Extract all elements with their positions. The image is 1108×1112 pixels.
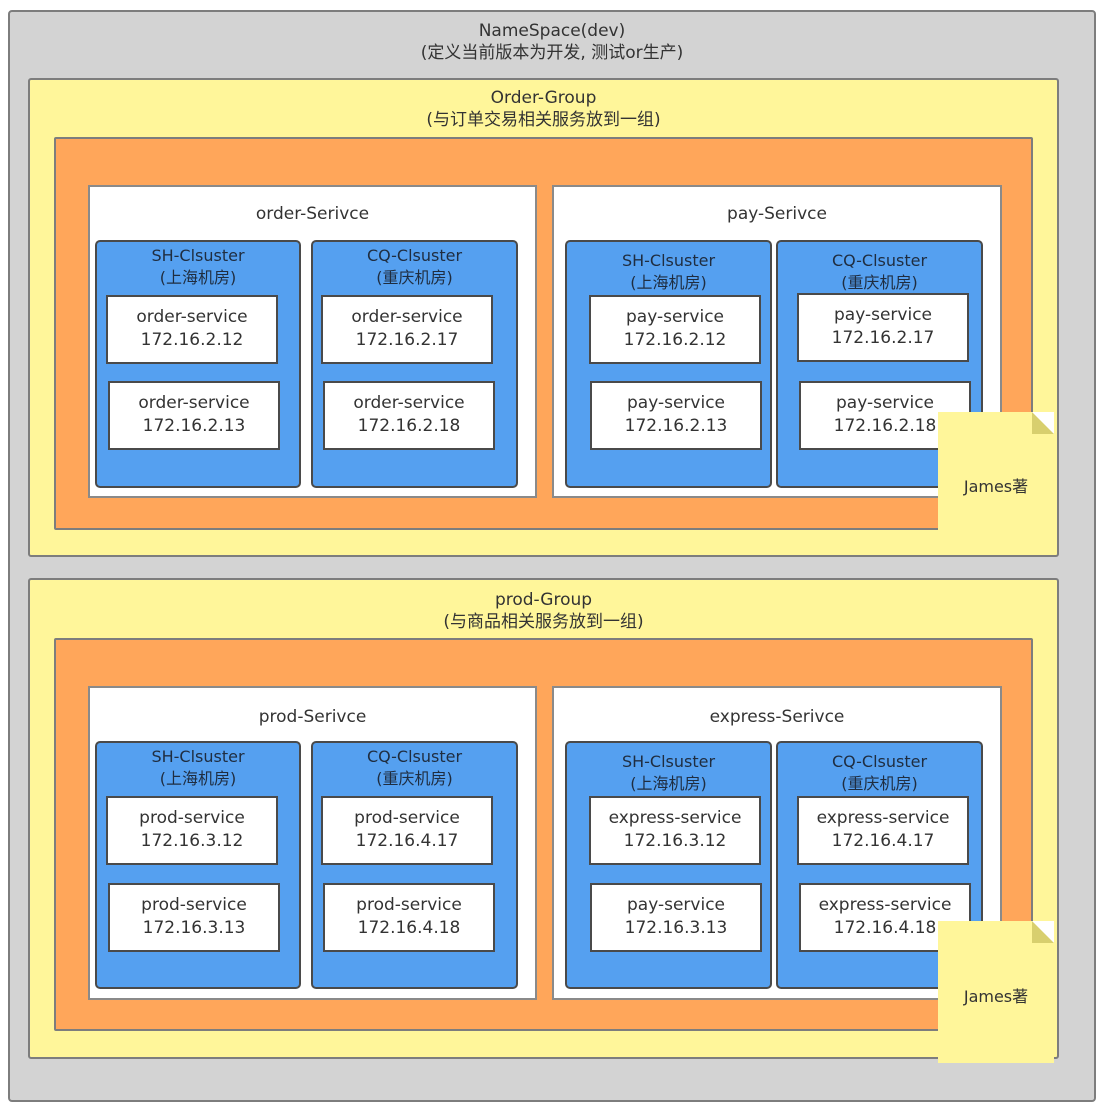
cluster-title: CQ-Clsuster	[831, 251, 928, 270]
instance-name: pay-service	[834, 305, 932, 325]
instance-name: express-service	[608, 808, 742, 828]
namespace-title: NameSpace(dev)	[478, 21, 626, 41]
instance-name: prod-service	[141, 895, 247, 915]
instance-ip: 172.16.2.12	[623, 330, 727, 350]
instance-ip: 172.16.2.17	[355, 330, 459, 350]
note-fold-corner	[1032, 921, 1054, 943]
instance-ip: 172.16.4.18	[833, 918, 937, 938]
service-instance: prod-service 172.16.3.12	[106, 796, 278, 865]
cluster-room: (上海机房)	[630, 774, 707, 793]
service-instance: prod-service 172.16.4.17	[321, 796, 493, 865]
instance-ip: 172.16.3.13	[624, 918, 728, 938]
namespace-subtitle: (定义当前版本为开发, 测试or生产)	[420, 43, 684, 63]
cluster-room: (重庆机房)	[841, 774, 918, 793]
note-fold-corner	[1032, 412, 1054, 434]
instance-ip: 172.16.4.17	[831, 831, 935, 851]
instance-name: prod-service	[354, 808, 460, 828]
cluster-title: CQ-Clsuster	[366, 246, 463, 265]
instance-name: pay-service	[626, 307, 724, 327]
cluster-sh: SH-Clsuster (上海机房)	[95, 240, 301, 488]
service-title: pay-Serivce	[727, 204, 827, 224]
cluster-sh: SH-Clsuster (上海机房)	[565, 240, 772, 488]
cluster-room: (上海机房)	[159, 769, 237, 788]
cluster-title: CQ-Clsuster	[366, 747, 463, 766]
service-instance: order-service 172.16.2.17	[321, 295, 493, 364]
cluster-room: (重庆机房)	[376, 769, 453, 788]
cluster-room: (重庆机房)	[841, 273, 918, 292]
cluster-title: SH-Clsuster	[621, 752, 716, 771]
cluster-room: (上海机房)	[159, 268, 237, 287]
service-instance: order-service 172.16.2.12	[106, 295, 278, 364]
instance-name: express-service	[816, 808, 950, 828]
instance-name: prod-service	[356, 895, 462, 915]
service-instance: express-service 172.16.3.12	[589, 796, 761, 865]
cluster-room: (上海机房)	[630, 273, 707, 292]
instance-name: order-service	[138, 393, 250, 413]
service-instance: pay-service 172.16.2.12	[589, 295, 761, 364]
instance-name: order-service	[136, 307, 248, 327]
instance-name: pay-service	[836, 393, 934, 413]
instance-ip: 172.16.2.13	[624, 416, 728, 436]
service-instance: express-service 172.16.4.17	[797, 796, 969, 865]
cluster-title: CQ-Clsuster	[831, 752, 928, 771]
instance-ip: 172.16.2.18	[833, 416, 937, 436]
instance-ip: 172.16.4.18	[357, 918, 461, 938]
service-instance: prod-service 172.16.3.13	[108, 883, 280, 952]
instance-name: pay-service	[627, 895, 725, 915]
instance-ip: 172.16.3.13	[142, 918, 246, 938]
instance-name: order-service	[353, 393, 465, 413]
instance-ip: 172.16.4.17	[355, 831, 459, 851]
service-title: order-Serivce	[255, 204, 370, 224]
cluster-title: SH-Clsuster	[151, 747, 245, 766]
service-instance: prod-service 172.16.4.18	[323, 883, 495, 952]
instance-ip: 172.16.2.12	[140, 330, 244, 350]
instance-ip: 172.16.2.17	[831, 328, 935, 348]
instance-ip: 172.16.3.12	[140, 831, 244, 851]
cluster-title: SH-Clsuster	[151, 246, 245, 265]
service-title: express-Serivce	[709, 707, 845, 727]
cluster-title: SH-Clsuster	[621, 251, 716, 270]
group-subtitle: (与订单交易相关服务放到一组)	[426, 110, 661, 130]
author-note: James著	[938, 412, 1054, 530]
service-instance: order-service 172.16.2.18	[323, 381, 495, 450]
note-text: James著	[963, 987, 1029, 1006]
instance-name: order-service	[351, 307, 463, 327]
service-instance: pay-service 172.16.2.17	[797, 293, 969, 362]
note-text: James著	[963, 477, 1029, 496]
cluster-cq: CQ-Clsuster (重庆机房)	[311, 240, 518, 488]
group-subtitle: (与商品相关服务放到一组)	[443, 612, 644, 632]
instance-name: express-service	[818, 895, 952, 915]
instance-ip: 172.16.3.12	[623, 831, 727, 851]
author-note: James著	[938, 921, 1054, 1063]
instance-name: pay-service	[627, 393, 725, 413]
cluster-room: (重庆机房)	[376, 268, 453, 287]
group-title: prod-Group	[494, 590, 593, 610]
instance-name: prod-service	[139, 808, 245, 828]
instance-ip: 172.16.2.18	[357, 416, 461, 436]
service-title: prod-Serivce	[258, 707, 367, 727]
service-instance: pay-service 172.16.3.13	[590, 883, 762, 952]
service-instance: pay-service 172.16.2.13	[590, 381, 762, 450]
group-title: Order-Group	[490, 88, 597, 108]
service-instance: order-service 172.16.2.13	[108, 381, 280, 450]
instance-ip: 172.16.2.13	[142, 416, 246, 436]
